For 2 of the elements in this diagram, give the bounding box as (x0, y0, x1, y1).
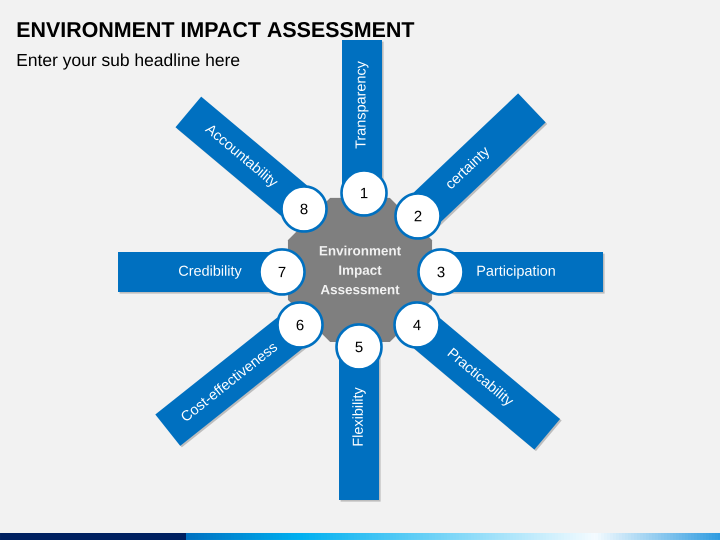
title: ENVIRONMENT IMPACT ASSESSMENT (18, 22, 414, 38)
subtitle: Enter your sub headline here (18, 53, 240, 70)
